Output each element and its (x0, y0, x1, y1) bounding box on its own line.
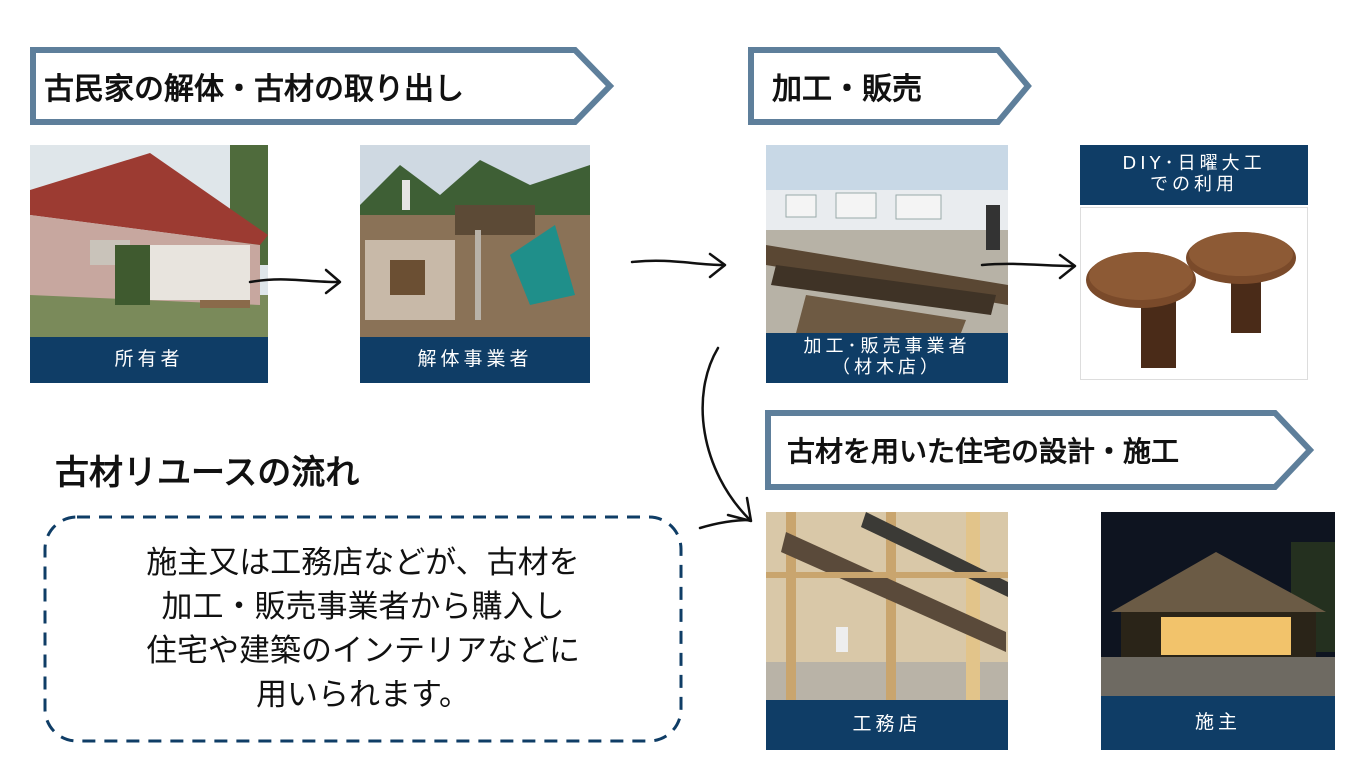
banner-dismantle-shape (30, 47, 615, 125)
banner-process: 加工・販売 (748, 47, 1033, 125)
card-demolition: 解体事業者 (360, 145, 590, 383)
demolition-photo (360, 145, 590, 337)
label-diy-line1: DIY･日曜大工 (1122, 153, 1266, 175)
banner-dismantle: 古民家の解体・古材の取り出し (30, 47, 615, 125)
arrow-processor-to-contractor-head (726, 496, 753, 523)
card-owner: 所有者 (30, 145, 268, 383)
lumber-yard-photo (766, 145, 1008, 333)
arrow-owner-to-demolition-head (324, 268, 342, 295)
label-processor: 加工･販売事業者 （材木店） (766, 333, 1008, 383)
card-contractor: 工務店 (766, 512, 1008, 750)
construction-frame-photo (766, 512, 1008, 704)
banner-design-text: 古材を用いた住宅の設計・施工 (787, 435, 1180, 468)
note-line-4: 用いられます。 (256, 677, 470, 713)
arrow-processor-to-contractor (701, 346, 752, 522)
banner-design-shape (765, 410, 1315, 490)
label-client: 施主 (1101, 696, 1335, 750)
note-border (43, 515, 683, 743)
lit-farmhouse-photo (1101, 512, 1335, 696)
note-line-3: 住宅や建築のインテリアなどに (146, 633, 580, 669)
banner-process-shape (748, 47, 1032, 125)
label-contractor: 工務店 (766, 700, 1008, 750)
note-line-1: 施主又は工務店などが、古材を (146, 545, 580, 581)
label-owner: 所有者 (30, 337, 268, 383)
page-title: 古材リユースの流れ (55, 453, 360, 493)
banner-design: 古材を用いた住宅の設計・施工 (765, 410, 1315, 490)
label-processor-line1: 加工･販売事業者 (803, 336, 971, 358)
stools-photo (1080, 207, 1308, 380)
label-diy-line2: での利用 (1150, 174, 1238, 195)
old-house-photo (30, 145, 268, 337)
note-text: 施主又は工務店などが、古材を 加工・販売事業者から購入し 住宅や建築のインテリア… (43, 515, 683, 743)
card-processor: 加工･販売事業者 （材木店） (766, 145, 1008, 383)
card-client: 施主 (1101, 512, 1335, 750)
arrow-demolition-to-processor-head (708, 252, 727, 279)
arrow-demolition-to-processor (630, 259, 725, 267)
card-diy: DIY･日曜大工 での利用 (1080, 145, 1308, 380)
label-diy: DIY･日曜大工 での利用 (1080, 145, 1308, 205)
arrow-processor-to-diy-head (1058, 253, 1077, 280)
note-line-2: 加工・販売事業者から購入し (161, 589, 565, 625)
banner-process-text: 加工・販売 (772, 72, 922, 107)
label-processor-line2: （材木店） (832, 357, 942, 378)
arrow-note-connector (698, 518, 752, 530)
explanation-note: 施主又は工務店などが、古材を 加工・販売事業者から購入し 住宅や建築のインテリア… (43, 515, 683, 743)
banner-dismantle-text: 古民家の解体・古材の取り出し (44, 72, 464, 107)
label-demolition: 解体事業者 (360, 337, 590, 383)
